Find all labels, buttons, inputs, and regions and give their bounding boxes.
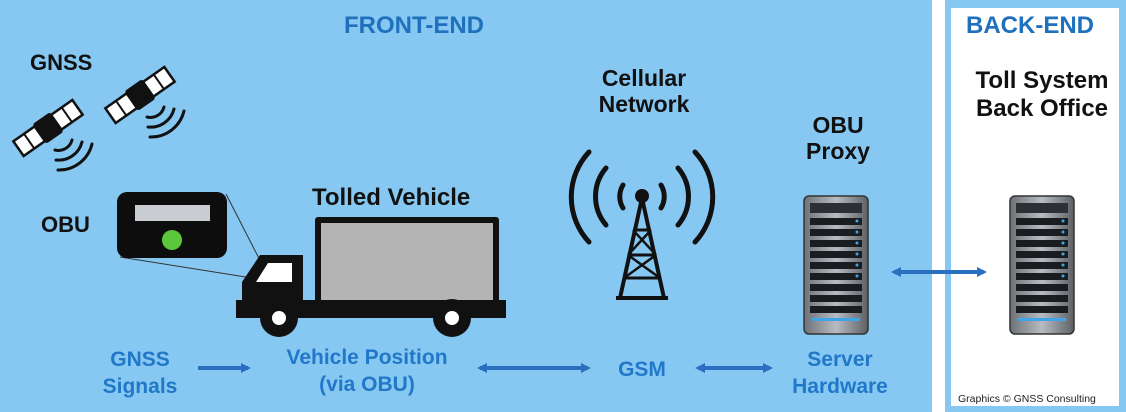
vehicle-position-line2: (via OBU) bbox=[319, 373, 415, 397]
obu-proxy-line2: Proxy bbox=[806, 138, 870, 165]
graphics-credit: Graphics © GNSS Consulting bbox=[958, 393, 1096, 405]
tolled-vehicle-label: Tolled Vehicle bbox=[312, 184, 471, 211]
gnss-label: GNSS bbox=[30, 50, 93, 75]
server-line2: Hardware bbox=[792, 375, 888, 399]
cellular-network-label: Cellular Network bbox=[576, 65, 712, 118]
truck-icon bbox=[236, 217, 506, 337]
vehicle-position-line1: Vehicle Position bbox=[286, 346, 448, 369]
front-end-title: FRONT-END bbox=[344, 12, 484, 39]
satellite-icon bbox=[11, 98, 85, 158]
server-hardware-label: Server Hardware bbox=[780, 346, 900, 401]
obu-proxy-label: OBU Proxy bbox=[790, 112, 886, 165]
gnss-signals-line1: GNSS bbox=[110, 348, 170, 371]
back-office-line1: Toll System bbox=[975, 67, 1109, 94]
back-office-label: Toll System Back Office bbox=[962, 67, 1122, 122]
server-icon bbox=[803, 195, 869, 335]
satellite-icon bbox=[103, 65, 177, 125]
vehicle-position-label: Vehicle Position (via OBU) bbox=[262, 344, 472, 399]
server-icon bbox=[1009, 195, 1075, 335]
server-line1: Server bbox=[807, 348, 873, 371]
obu-proxy-line1: OBU bbox=[812, 112, 864, 138]
cellular-line2: Network bbox=[598, 91, 690, 118]
gsm-label: GSM bbox=[618, 358, 666, 381]
cellular-line1: Cellular bbox=[601, 65, 687, 91]
obu-label: OBU bbox=[41, 212, 90, 237]
gnss-signals-line2: Signals bbox=[102, 375, 178, 399]
gnss-signals-label: GNSS Signals bbox=[90, 346, 190, 401]
cell-tower-icon bbox=[568, 149, 716, 300]
signal-waves-icon bbox=[145, 105, 186, 139]
back-end-title: BACK-END bbox=[966, 12, 1094, 39]
signal-waves-icon bbox=[53, 138, 94, 172]
obu-device-icon bbox=[117, 192, 269, 279]
back-office-line2: Back Office bbox=[975, 94, 1109, 122]
